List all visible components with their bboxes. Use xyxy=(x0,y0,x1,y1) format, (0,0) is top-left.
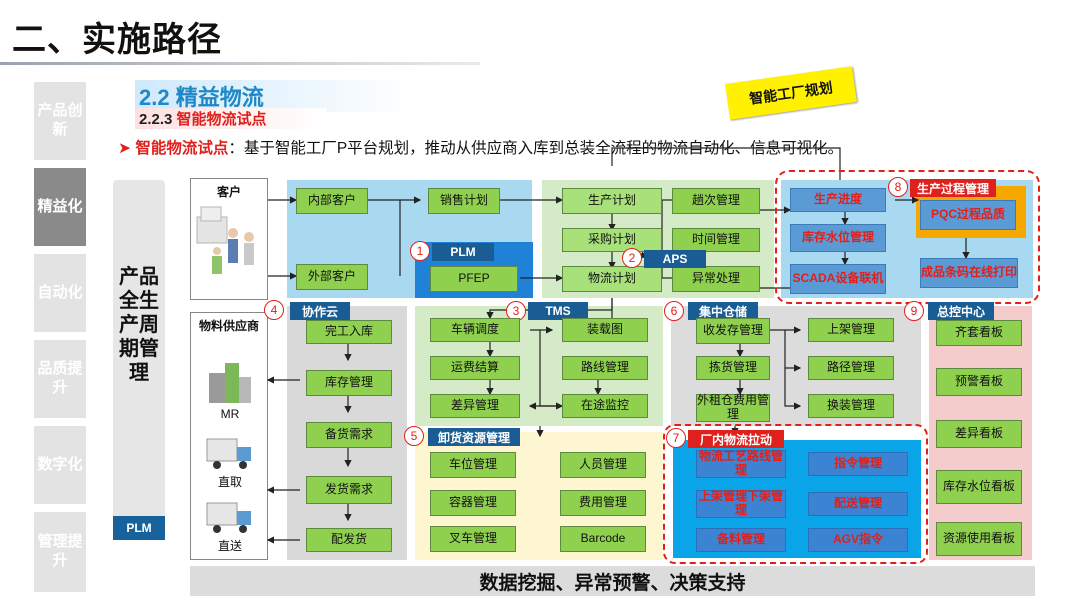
bottom-support-bar: 数据挖掘、异常预警、决策支持 xyxy=(190,566,1035,596)
route-management-box[interactable]: 路线管理 xyxy=(562,356,648,380)
personnel-management-box[interactable]: 人员管理 xyxy=(560,452,646,478)
zone-number-5: 5 xyxy=(404,426,424,446)
picking-management-box[interactable]: 拣货管理 xyxy=(696,356,770,380)
exception-handling-box[interactable]: 异常处理 xyxy=(672,266,760,292)
agv-command-box[interactable]: AGV指令 xyxy=(808,528,908,552)
aps-tag: APS xyxy=(644,250,706,268)
repack-management-box[interactable]: 换装管理 xyxy=(808,394,894,418)
pfep-box[interactable]: PFEP xyxy=(430,266,518,292)
pqc-box[interactable]: PQC过程品质 xyxy=(920,200,1016,230)
coop-cloud-tag: 协作云 xyxy=(290,302,350,320)
leased-warehouse-fee-box[interactable]: 外租仓费用管理 xyxy=(696,394,770,422)
variance-management-box[interactable]: 差异管理 xyxy=(430,394,520,418)
receive-store-box[interactable]: 收发存管理 xyxy=(696,318,770,344)
zone-number-7: 7 xyxy=(666,428,686,448)
zone-number-8: 8 xyxy=(888,177,908,197)
zone-number-1: 1 xyxy=(410,241,430,261)
in-transit-monitoring-box[interactable]: 在途监控 xyxy=(562,394,648,418)
delivery-management-box[interactable]: 配送管理 xyxy=(808,492,908,516)
inventory-level-label: 库存水位管理 xyxy=(802,231,874,245)
scada-box[interactable]: SCADA设备联机 xyxy=(790,264,886,294)
warning-board-box[interactable]: 预警看板 xyxy=(936,368,1022,396)
completion-inbound-box[interactable]: 完工入库 xyxy=(306,320,392,344)
shipping-demand-box[interactable]: 发货需求 xyxy=(306,476,392,504)
zone-number-6: 6 xyxy=(664,301,684,321)
zone-number-2: 2 xyxy=(622,248,642,268)
control-center-tag: 总控中心 xyxy=(928,302,994,320)
external-customer-box[interactable]: 外部客户 xyxy=(296,264,368,290)
logistics-plan-box[interactable]: 物流计划 xyxy=(562,266,662,292)
vehicle-dispatch-box[interactable]: 车辆调度 xyxy=(430,318,520,342)
parking-space-box[interactable]: 车位管理 xyxy=(430,452,516,478)
cost-management-box[interactable]: 费用管理 xyxy=(560,490,646,516)
variance-board-box[interactable]: 差异看板 xyxy=(936,420,1022,448)
unload-resource-tag: 卸货资源管理 xyxy=(428,428,520,446)
distribution-box[interactable]: 配发货 xyxy=(306,528,392,552)
path-management-box[interactable]: 路径管理 xyxy=(808,356,894,380)
shelving-management-box[interactable]: 上架管理 xyxy=(808,318,894,342)
process-management-tag: 生产过程管理 xyxy=(910,179,996,197)
kitting-board-box[interactable]: 齐套看板 xyxy=(936,320,1022,346)
internal-customer-box[interactable]: 内部客户 xyxy=(296,188,368,214)
shelve-unshelve-box[interactable]: 上架管理下架管理 xyxy=(696,490,786,518)
barcode-print-box[interactable]: 成品条码在线打印 xyxy=(920,258,1018,288)
intra-logistics-tag: 厂内物流拉动 xyxy=(688,430,784,448)
stock-demand-box[interactable]: 备货需求 xyxy=(306,422,392,448)
process-route-box[interactable]: 物流工艺路线管理 xyxy=(696,450,786,478)
freight-settlement-box[interactable]: 运费结算 xyxy=(430,356,520,380)
purchase-plan-box[interactable]: 采购计划 xyxy=(562,228,662,252)
production-progress-label: 生产进度 xyxy=(814,193,862,207)
plm-tag: PLM xyxy=(432,243,494,261)
zone-number-9: 9 xyxy=(904,301,924,321)
inventory-board-box[interactable]: 库存水位看板 xyxy=(936,470,1022,504)
command-management-box[interactable]: 指令管理 xyxy=(808,452,908,476)
forklift-management-box[interactable]: 叉车管理 xyxy=(430,526,516,552)
loading-chart-box[interactable]: 装载图 xyxy=(562,318,648,342)
inventory-level-box[interactable]: 库存水位管理 xyxy=(790,224,886,252)
barcode-box[interactable]: Barcode xyxy=(560,526,646,552)
production-plan-box[interactable]: 生产计划 xyxy=(562,188,662,214)
sales-plan-box[interactable]: 销售计划 xyxy=(428,188,500,214)
material-prep-box[interactable]: 备料管理 xyxy=(696,528,786,552)
resource-board-box[interactable]: 资源使用看板 xyxy=(936,522,1022,556)
pqc-label: PQC过程品质 xyxy=(931,208,1005,222)
barcode-print-label: 成品条码在线打印 xyxy=(921,266,1017,280)
inventory-management-box[interactable]: 库存管理 xyxy=(306,370,392,396)
zone-number-4: 4 xyxy=(264,300,284,320)
trip-management-box[interactable]: 趟次管理 xyxy=(672,188,760,214)
time-management-box[interactable]: 时间管理 xyxy=(672,228,760,252)
production-progress-box[interactable]: 生产进度 xyxy=(790,188,886,212)
scada-label: SCADA设备联机 xyxy=(793,272,884,286)
container-management-box[interactable]: 容器管理 xyxy=(430,490,516,516)
